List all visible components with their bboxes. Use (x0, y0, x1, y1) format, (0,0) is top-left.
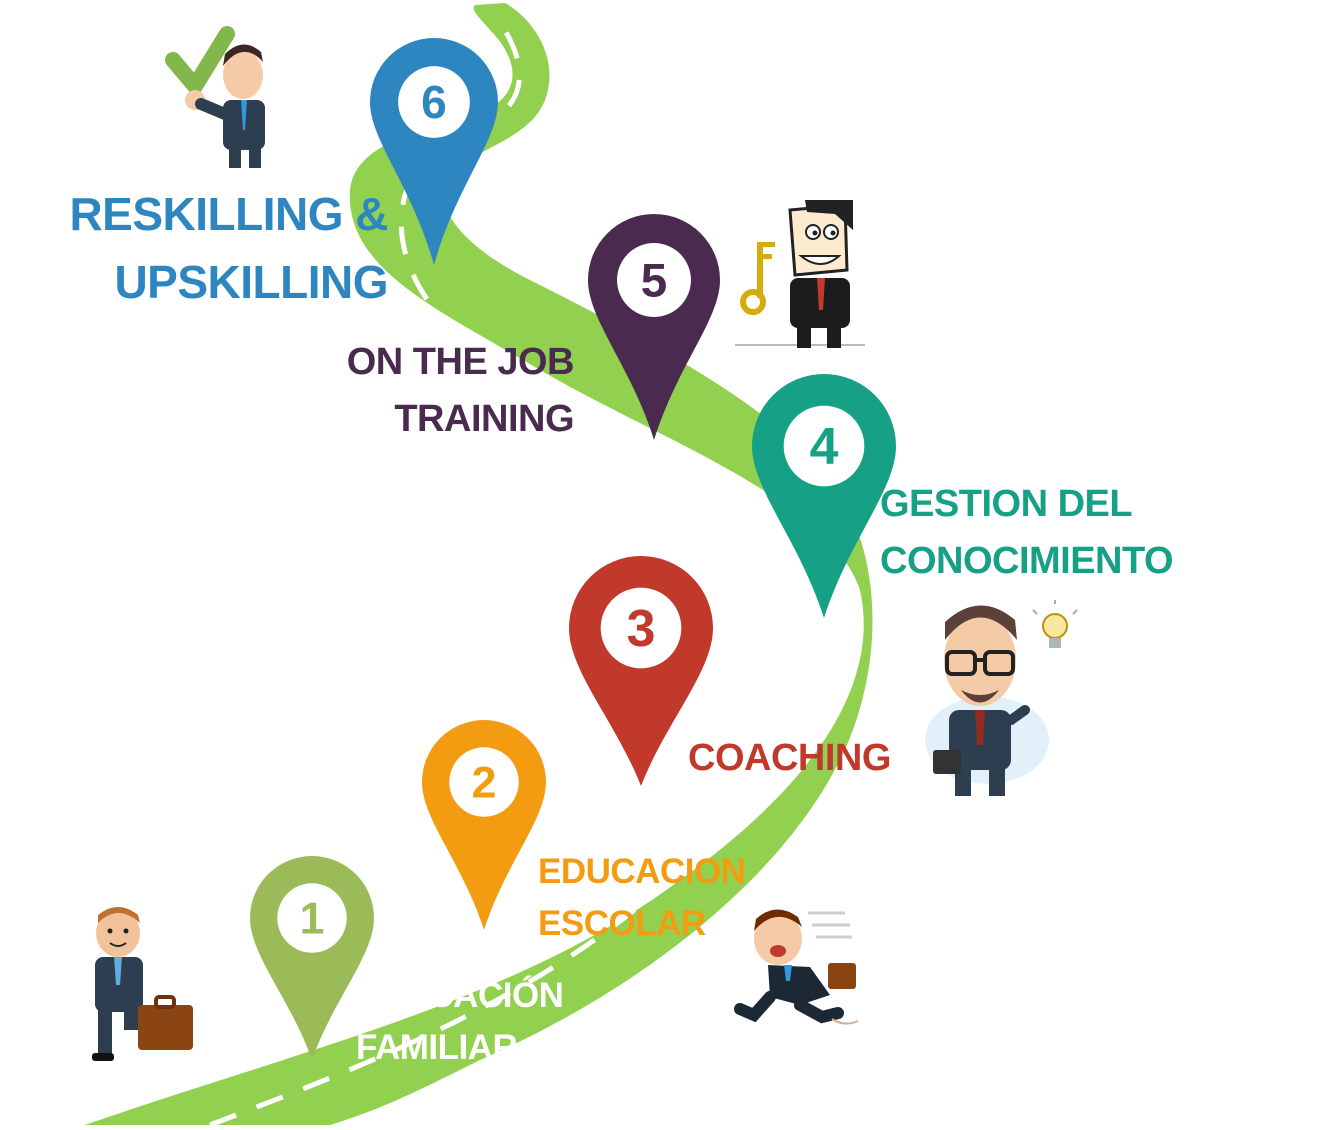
step-6-label: RESKILLING & UPSKILLING (58, 180, 388, 316)
step-3-pin-number: 3 (627, 599, 656, 657)
businessman-key-icon (735, 200, 865, 348)
step-5-pin-number: 5 (641, 255, 667, 308)
step-4-pin-number: 4 (810, 417, 839, 475)
step-4-pin-circle (783, 405, 865, 487)
step-1-label-line2: FAMILIAR (356, 1028, 518, 1067)
step-3-pin: 3 (569, 556, 713, 786)
running-businessman-icon (734, 909, 859, 1025)
step-2-label-line2: ESCOLAR (538, 904, 706, 943)
step-6-pin: 6 (370, 38, 498, 265)
step-2-pin: 2 (422, 720, 546, 930)
winding-road (85, 3, 873, 1128)
road-center-line (209, 13, 778, 1128)
businessman-briefcase-icon (92, 907, 193, 1061)
step-5-label-line2: TRAINING (394, 398, 574, 440)
step-4-pin: 4 (752, 374, 896, 618)
step-3-pin-circle (600, 587, 682, 669)
step-5-pin: 5 (588, 214, 720, 440)
step-3-label-line1: COACHING (688, 737, 891, 779)
step-5-label: ON THE JOB TRAINING (328, 334, 575, 448)
step-6-label-line2: UPSKILLING (114, 256, 388, 308)
step-1-pin-number: 1 (300, 895, 325, 944)
step-5-pin-circle (617, 243, 691, 317)
step-1-pin-circle (277, 883, 347, 953)
step-2-pin-number: 2 (472, 759, 497, 808)
idea-businessman-icon (925, 600, 1078, 796)
step-2-label-line1: EDUCACION (538, 852, 746, 891)
step-2-pin-circle (449, 747, 519, 817)
step-1-label: EDUCACIÓN FAMILIAR (356, 970, 564, 1074)
location-pins: 1 2 3 4 5 6 (250, 38, 896, 1060)
step-4-label: GESTION DEL CONOCIMIENTO (880, 476, 1174, 590)
step-3-label: COACHING (688, 730, 891, 787)
step-6-label-line1: RESKILLING & (69, 188, 388, 240)
step-1-label-line1: EDUCACIÓN (356, 976, 564, 1015)
step-6-pin-circle (398, 66, 470, 138)
businessman-checkmark-icon (165, 26, 265, 168)
step-6-pin-number: 6 (421, 76, 447, 128)
step-4-label-line1: GESTION DEL (880, 483, 1133, 525)
step-1-pin: 1 (250, 856, 374, 1060)
step-4-label-line2: CONOCIMIENTO (880, 540, 1174, 582)
step-5-label-line1: ON THE JOB (346, 341, 575, 383)
step-2-label: EDUCACION ESCOLAR (538, 846, 746, 950)
